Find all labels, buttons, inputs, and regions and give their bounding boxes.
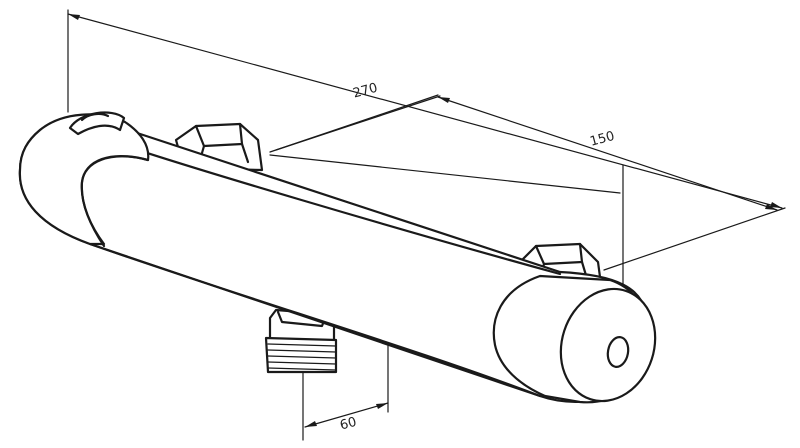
reference-line-2 (276, 96, 440, 150)
dim-60-arrow-left (305, 421, 317, 427)
reference-line (270, 155, 620, 193)
dim-150-line (438, 97, 777, 210)
dim-150-arrow-left (438, 97, 450, 103)
dim-60-label: 60 (338, 415, 358, 434)
dim-270-arrow-left (68, 14, 80, 20)
right-end-cap (494, 276, 670, 413)
dim-270-label: 270 (351, 81, 379, 102)
dim-150-label: 150 (588, 129, 616, 150)
dim-270-extension-right (604, 208, 785, 270)
dim-60-arrow-right (376, 403, 388, 409)
